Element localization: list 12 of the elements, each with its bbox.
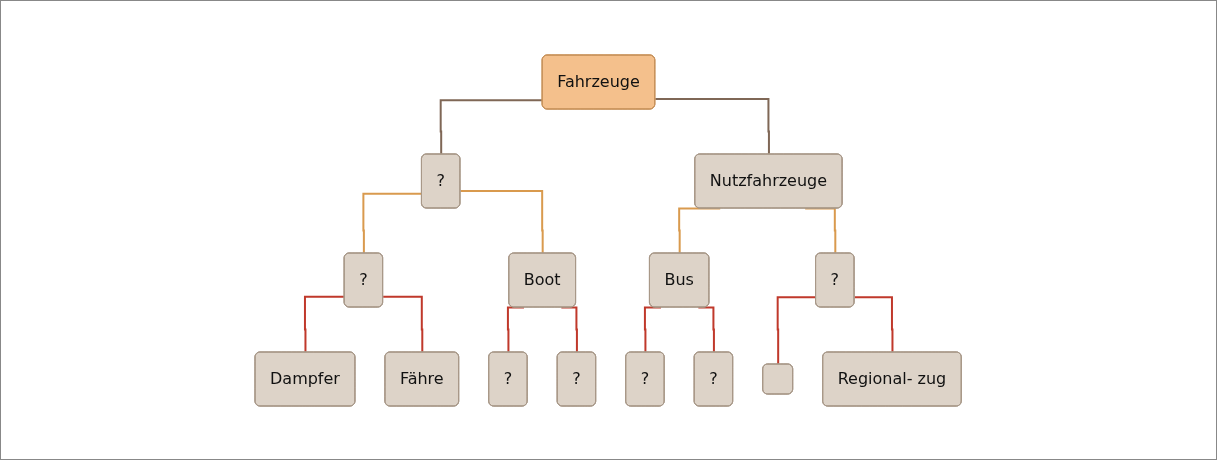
connector xyxy=(697,306,716,353)
connector xyxy=(304,295,346,353)
connector xyxy=(804,207,837,254)
connector xyxy=(459,189,545,254)
connector xyxy=(560,306,579,353)
connector xyxy=(678,207,722,254)
connector xyxy=(853,295,894,353)
connector xyxy=(644,306,663,353)
connector xyxy=(440,98,544,155)
connector xyxy=(507,306,526,353)
connector xyxy=(654,97,771,155)
connector xyxy=(382,295,424,353)
